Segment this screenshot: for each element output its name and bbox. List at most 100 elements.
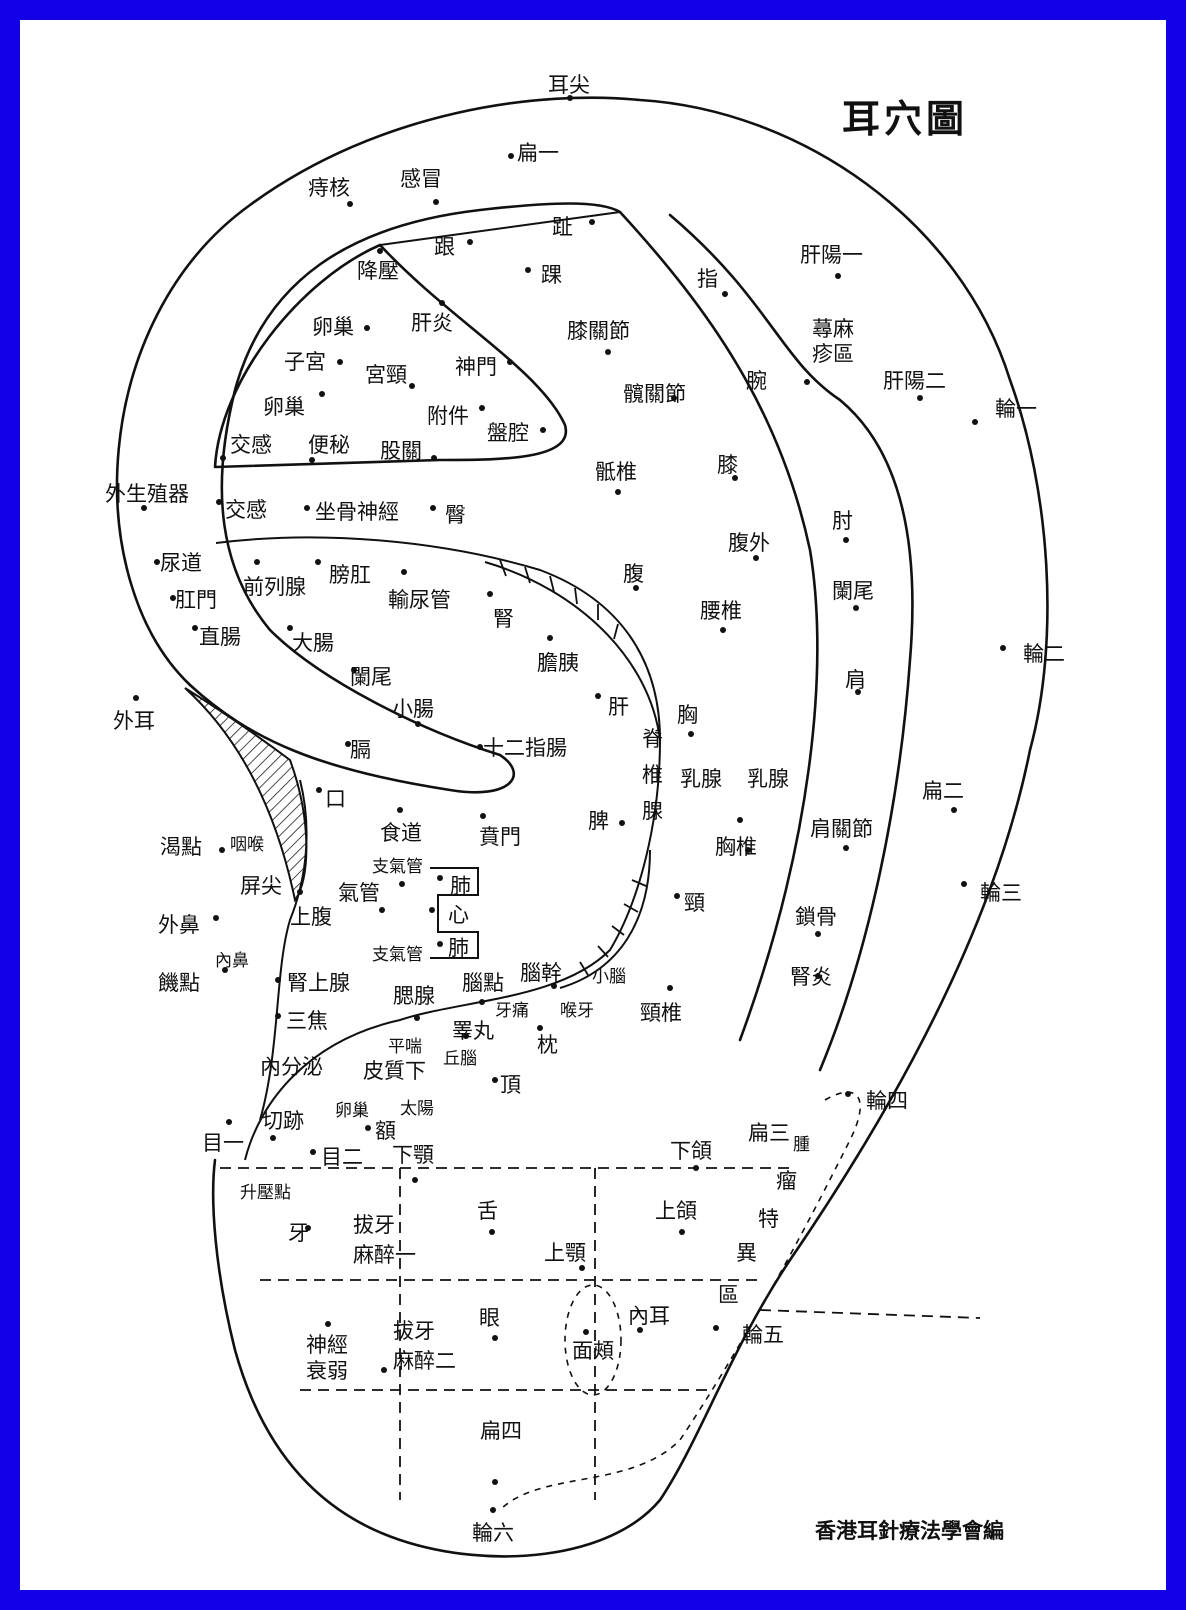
acupoint-label: 上顎 — [544, 1241, 586, 1265]
acupoint-label: 腺 — [642, 799, 663, 823]
acupoint-label: 扁三 — [748, 1121, 790, 1145]
acupoint-label: 膝關節 — [567, 319, 630, 343]
acupoint-label: 內鼻 — [215, 951, 249, 971]
acupoint-label: 脾 — [588, 809, 609, 833]
acupoint-label: 區 — [718, 1283, 739, 1307]
acupoint-label: 食道 — [380, 821, 422, 845]
acupoint-shi-dao: 食道 — [380, 807, 422, 845]
acupoint-label: 闌尾 — [832, 579, 874, 603]
acupoint-dot — [287, 625, 293, 631]
acupoint-ben-men: 賁門 — [479, 813, 521, 849]
acupoint-label: 升壓點 — [240, 1183, 291, 1203]
acupoint-dot — [835, 273, 841, 279]
acupoint-label: 下頜 — [670, 1139, 712, 1163]
acupoint-sheng-ya-dian: 升壓點 — [240, 1183, 291, 1203]
acupoint-dot — [667, 985, 673, 991]
acupoint-label: 瘤 — [776, 1169, 797, 1193]
acupoint-label: 下顎 — [392, 1143, 434, 1167]
acupoint-dot — [492, 1077, 498, 1083]
acupoint-dot — [437, 875, 443, 881]
acupoint-label: 腰椎 — [700, 599, 742, 623]
acupoint-xiao-chang: 小腸 — [392, 697, 434, 727]
acupoint-dan-yi: 膽胰 — [537, 635, 579, 675]
acupoint-te: 特 — [758, 1207, 779, 1231]
acupoint-label: 腦幹 — [520, 961, 562, 985]
acupoint-dot — [732, 475, 738, 481]
acupoint-label: 腦點 — [462, 971, 504, 995]
acupoint-dot — [316, 787, 322, 793]
acupoint-label: 異 — [736, 1241, 757, 1265]
acupoint-dot — [713, 1325, 719, 1331]
acupoint-label: 子宮 — [284, 350, 326, 374]
acupoint-zhen: 枕 — [537, 1025, 558, 1057]
acupoint-wai-er: 外耳 — [113, 695, 155, 733]
acupoint-shen-yan: 腎炎 — [790, 965, 832, 989]
acupoint-label: 輪二 — [1023, 642, 1065, 666]
acupoint-label: 屏尖 — [240, 874, 282, 898]
acupoint-label: 臀 — [445, 503, 466, 527]
acupoint-yi-xian: 腮腺 — [393, 984, 435, 1021]
acupoint-dot — [415, 721, 421, 727]
acupoint-dot — [309, 457, 315, 463]
acupoint-dot — [804, 379, 810, 385]
acupoint-pi-zhi-xia: 皮質下 — [363, 1059, 426, 1083]
acupoint-mu-2: 目二 — [310, 1145, 363, 1169]
acupoint-pang-guang: 膀肛 — [315, 559, 371, 587]
acupoint-label: 牙 — [288, 1221, 309, 1245]
acupoint-dot — [192, 625, 198, 631]
acupoint-label: 十二指腸 — [483, 736, 567, 760]
acupoint-dot — [479, 999, 485, 1005]
acupoint-yi: 異 — [736, 1241, 757, 1265]
acupoint-jian-guan-jie: 肩關節 — [810, 817, 873, 851]
acupoint-label: 腹外 — [728, 531, 770, 555]
acupoint-label: 面頰 — [572, 1339, 614, 1363]
acupoint-label: 交感 — [225, 498, 267, 522]
acupoint-dot — [319, 391, 325, 397]
acupoint-dot — [583, 1329, 589, 1335]
acupoint-label: 目二 — [321, 1145, 363, 1169]
acupoint-lan-wei-2: 闌尾 — [350, 665, 392, 689]
acupoint-label: 卵巢 — [312, 315, 354, 339]
acupoint-label: 目一 — [202, 1131, 244, 1155]
acupoint-label: 膈 — [350, 738, 371, 762]
acupoint-gao-wan: 睪丸 — [452, 1019, 494, 1043]
acupoint-dot — [737, 817, 743, 823]
diagram-title: 耳穴圖 — [842, 96, 968, 141]
acupoint-dot — [815, 931, 821, 937]
acupoint-fei-1: 肺 — [437, 874, 471, 898]
acupoint-dot — [720, 627, 726, 633]
acupoint-dot — [297, 889, 303, 895]
acupoint-shen-shang-xian: 腎上腺 — [275, 971, 350, 995]
acupoint-dot — [439, 300, 445, 306]
acupoint-dot — [567, 95, 573, 101]
acupoint-fu-wai: 腹外 — [728, 531, 770, 561]
acupoint-gen: 跟 — [434, 235, 473, 259]
acupoint-dot — [589, 219, 595, 225]
acupoint-dot — [605, 349, 611, 355]
acupoint-bian-4: 扁四 — [480, 1419, 522, 1485]
acupoint-dot — [492, 1335, 498, 1341]
spine-ticks — [499, 559, 647, 976]
acupoint-label: 肝 — [608, 695, 629, 719]
acupoint-she: 舌 — [477, 1199, 498, 1235]
acupoint-shi-er-zhi-chang: 十二指腸 — [477, 736, 567, 760]
acupoint-fu-jian: 附件 — [427, 404, 485, 428]
acupoint-lun-6: 輪六 — [472, 1507, 514, 1545]
acupoint-dot — [508, 153, 514, 159]
acupoint-label: 踝 — [541, 263, 562, 287]
crus-line-1 — [379, 211, 621, 246]
acupoint-label: 渴點 — [160, 835, 202, 859]
acupoint-dot — [254, 559, 260, 565]
acupoint-shen: 腎 — [487, 591, 514, 631]
acupoint-label: 闌尾 — [350, 665, 392, 689]
acupoint-nao-dian: 腦點 — [462, 971, 504, 1005]
acupoint-mian-jia: 面頰 — [572, 1329, 614, 1363]
acupoint-label: 腎炎 — [790, 965, 832, 989]
acupoint-dot — [351, 667, 357, 673]
acupoint-label: 肝陽一 — [800, 243, 863, 267]
acupoint-label: 肩 — [845, 668, 866, 692]
tragus-hatched-region — [184, 687, 308, 903]
acupoint-dot — [917, 395, 923, 401]
acupoint-hou-ya: 喉牙 — [560, 1001, 594, 1021]
acupoint-dot — [304, 505, 310, 511]
